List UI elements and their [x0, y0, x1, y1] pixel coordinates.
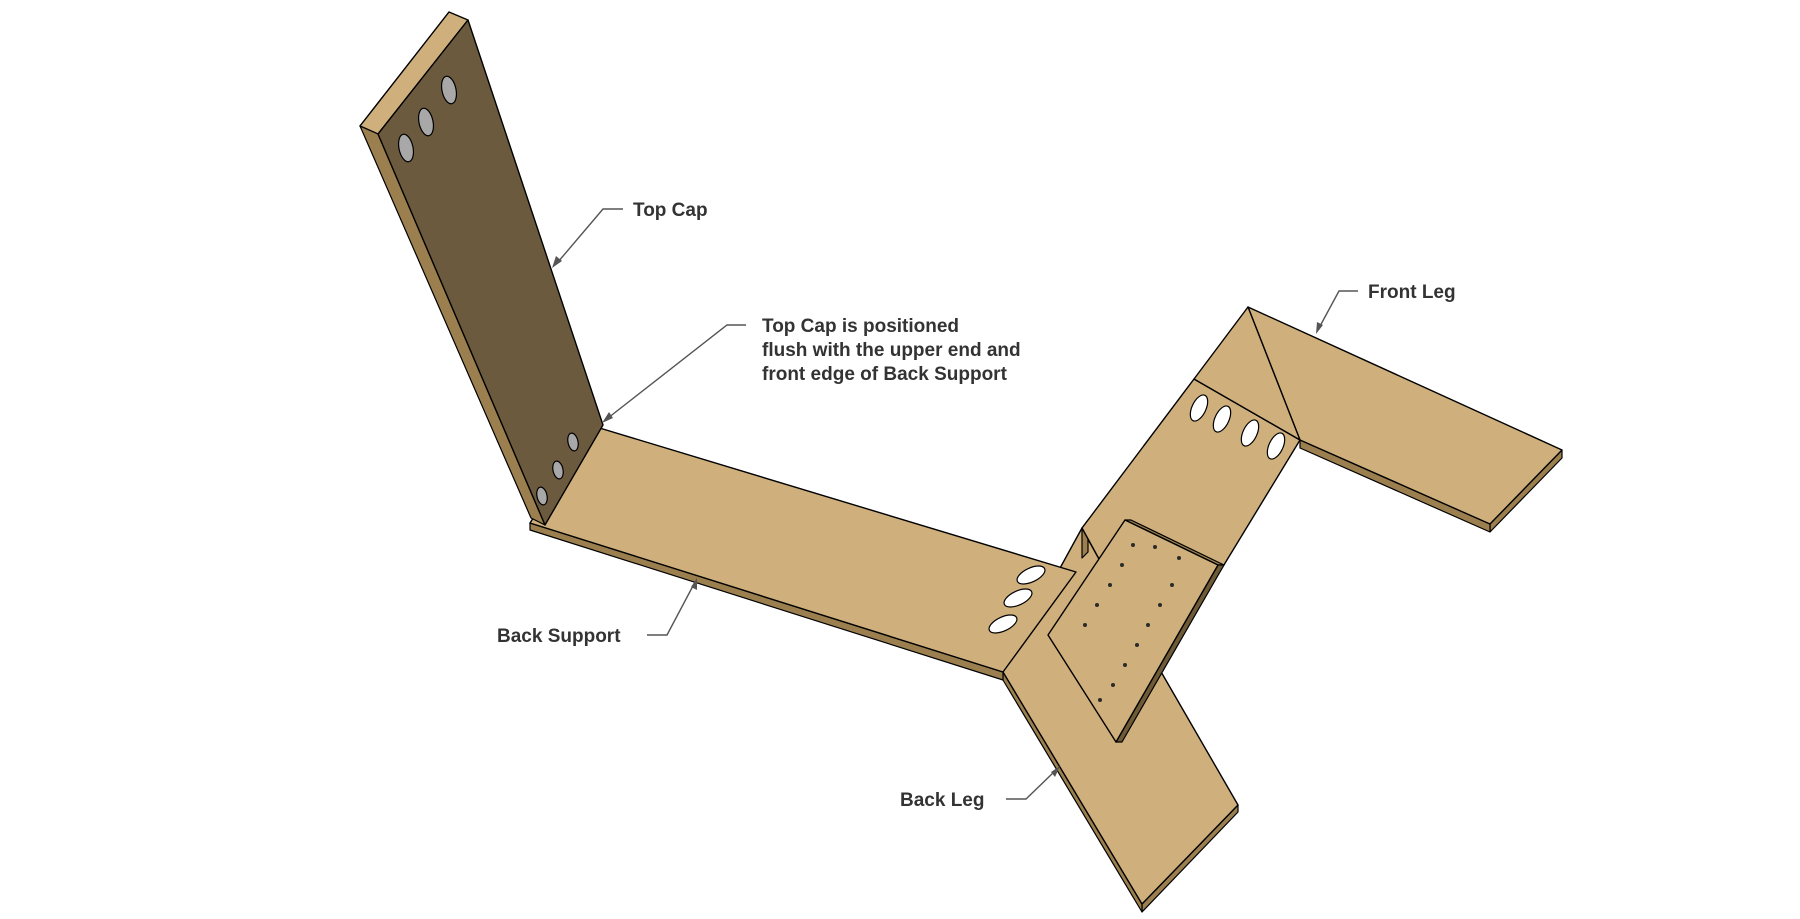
label-back-leg: Back Leg	[900, 790, 984, 811]
pocket-hole-icon	[1189, 394, 1209, 422]
note-line-1: Top Cap is positioned	[762, 316, 959, 337]
arrow-head-icon	[602, 412, 613, 423]
back-support-pocket-holes	[988, 565, 1046, 634]
pocket-hole-icon	[397, 133, 415, 163]
pocket-hole-icon	[440, 75, 458, 105]
top-cap-board	[359, 11, 604, 526]
pocket-hole-icon	[1003, 588, 1033, 608]
pocket-hole-icon	[1016, 565, 1046, 585]
label-back-support: Back Support	[497, 626, 621, 647]
pocket-hole-icon	[1240, 419, 1260, 447]
pocket-hole-icon	[552, 460, 564, 480]
callout-front-leg: Front Leg	[1316, 282, 1456, 334]
pocket-hole-icon	[567, 432, 579, 452]
callout-back-leg: Back Leg	[900, 766, 1060, 811]
callout-top-cap-note: Top Cap is positioned flush with the upp…	[602, 316, 1021, 423]
top-cap-pocket-holes	[397, 75, 579, 506]
arrow-head-icon	[552, 256, 562, 268]
label-top-cap: Top Cap	[633, 200, 708, 221]
note-line-2: flush with the upper end and	[762, 340, 1021, 361]
pocket-hole-icon	[417, 107, 435, 137]
arrow-head-icon	[691, 578, 697, 590]
pocket-hole-icon	[536, 486, 548, 506]
pocket-hole-icon	[1212, 405, 1232, 433]
arrow-head-icon	[1316, 322, 1323, 334]
note-line-3: front edge of Back Support	[762, 364, 1008, 385]
label-front-leg: Front Leg	[1368, 282, 1456, 303]
callout-top-cap: Top Cap	[552, 200, 708, 268]
gusset-screw-holes	[1083, 543, 1181, 702]
callout-back-support: Back Support	[497, 578, 697, 647]
gusset-plate	[1047, 519, 1225, 743]
front-leg-board	[1247, 306, 1563, 533]
pocket-hole-icon	[988, 614, 1018, 634]
pocket-hole-icon	[1266, 432, 1286, 460]
arrow-head-icon	[1051, 766, 1060, 777]
front-leg-pocket-holes	[1189, 394, 1286, 460]
